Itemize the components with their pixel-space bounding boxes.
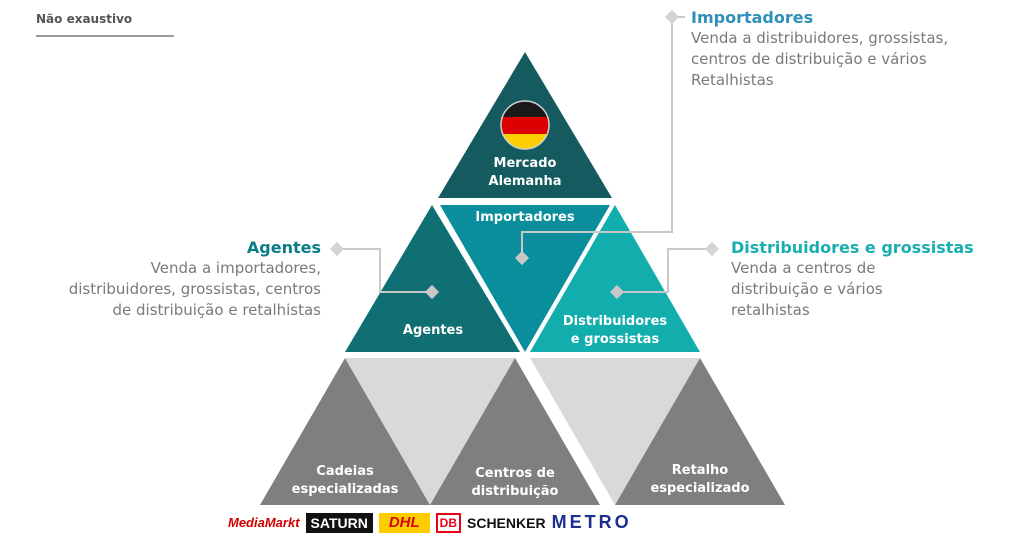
distribuidores-triangle	[530, 205, 700, 352]
importadores-triangle	[440, 205, 610, 352]
distribuidores-callout-title: Distribuidores e grossistas	[731, 238, 974, 257]
mediamarkt-logo: MediaMarkt	[228, 515, 300, 530]
non-exhaustive-tag: Não exaustivo	[36, 10, 174, 37]
gap-triangle-right	[530, 358, 700, 505]
centros-label: Centros de distribuição	[471, 466, 559, 499]
importadores-callout-title: Importadores	[691, 8, 814, 27]
importadores-callout: Importadores Venda a distribuidores, gro…	[691, 8, 1006, 91]
diamond-marker	[514, 250, 530, 266]
diamond-marker	[329, 241, 345, 257]
agentes-callout-title: Agentes	[246, 238, 321, 257]
agentes-connector	[337, 248, 432, 293]
schenker-logo: SCHENKER	[467, 514, 546, 531]
partner-logos: MediaMarkt SATURN DHL DB SCHENKER METRO	[228, 511, 788, 534]
distribuidores-callout-desc: Venda a centros de distribuição e vários…	[731, 259, 883, 319]
diamond-marker	[704, 241, 720, 257]
centros-triangle	[430, 358, 600, 505]
distribuidores-connector	[617, 248, 712, 293]
connector-markers	[329, 9, 720, 300]
gap-triangle-left	[345, 358, 515, 505]
distribuidores-callout: Distribuidores e grossistas Venda a cent…	[731, 238, 1009, 321]
retalho-triangle	[615, 358, 785, 505]
cadeias-label: Cadeias especializadas	[291, 464, 399, 497]
mercado-label: Mercado Alemanha	[488, 156, 562, 189]
diamond-marker	[664, 9, 680, 25]
db-logo: DB	[435, 512, 461, 533]
importadores-label: Importadores	[475, 210, 575, 225]
agentes-triangle	[345, 205, 520, 352]
retalho-label: Retalho especializado	[650, 463, 750, 496]
cadeias-triangle	[260, 358, 430, 505]
metro-logo: METRO	[551, 512, 632, 532]
saturn-logo: SATURN	[305, 512, 373, 533]
agentes-callout: Agentes Venda a importadores, distribuid…	[0, 238, 321, 321]
diamond-marker	[609, 284, 625, 300]
agentes-callout-desc: Venda a importadores, distribuidores, gr…	[68, 259, 321, 319]
dhl-logo: DHL	[378, 512, 430, 533]
agentes-label: Agentes	[402, 323, 464, 338]
distribuidores-label: Distribuidores e grossistas	[562, 314, 668, 347]
diamond-marker	[424, 284, 440, 300]
importadores-callout-desc: Venda a distribuidores, grossistas, cent…	[691, 29, 949, 89]
